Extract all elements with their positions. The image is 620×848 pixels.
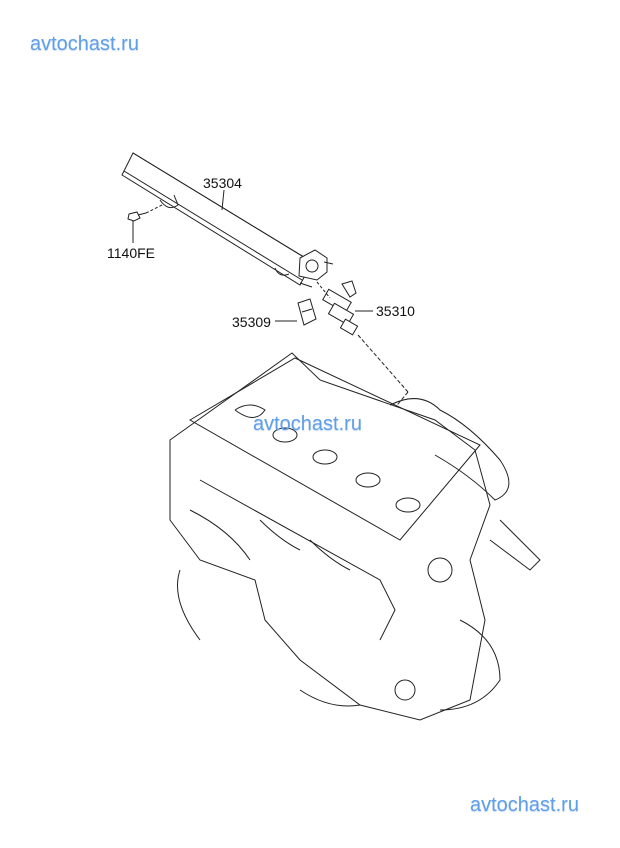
watermark-top: avtochast.ru: [30, 33, 139, 55]
bolt-drawing: [127, 204, 163, 243]
fuel-rail-drawing: [121, 152, 334, 288]
part-label-35310[interactable]: 35310: [376, 303, 415, 319]
clip-drawing: [275, 298, 317, 326]
part-label-1140FE[interactable]: 1140FE: [107, 245, 155, 261]
watermark-bottom: avtochast.ru: [470, 794, 579, 816]
watermark-middle: avtochast.ru: [253, 413, 362, 435]
part-label-35309[interactable]: 35309: [232, 314, 271, 330]
part-label-35304[interactable]: 35304: [203, 175, 242, 191]
engine-drawing: [169, 352, 541, 721]
